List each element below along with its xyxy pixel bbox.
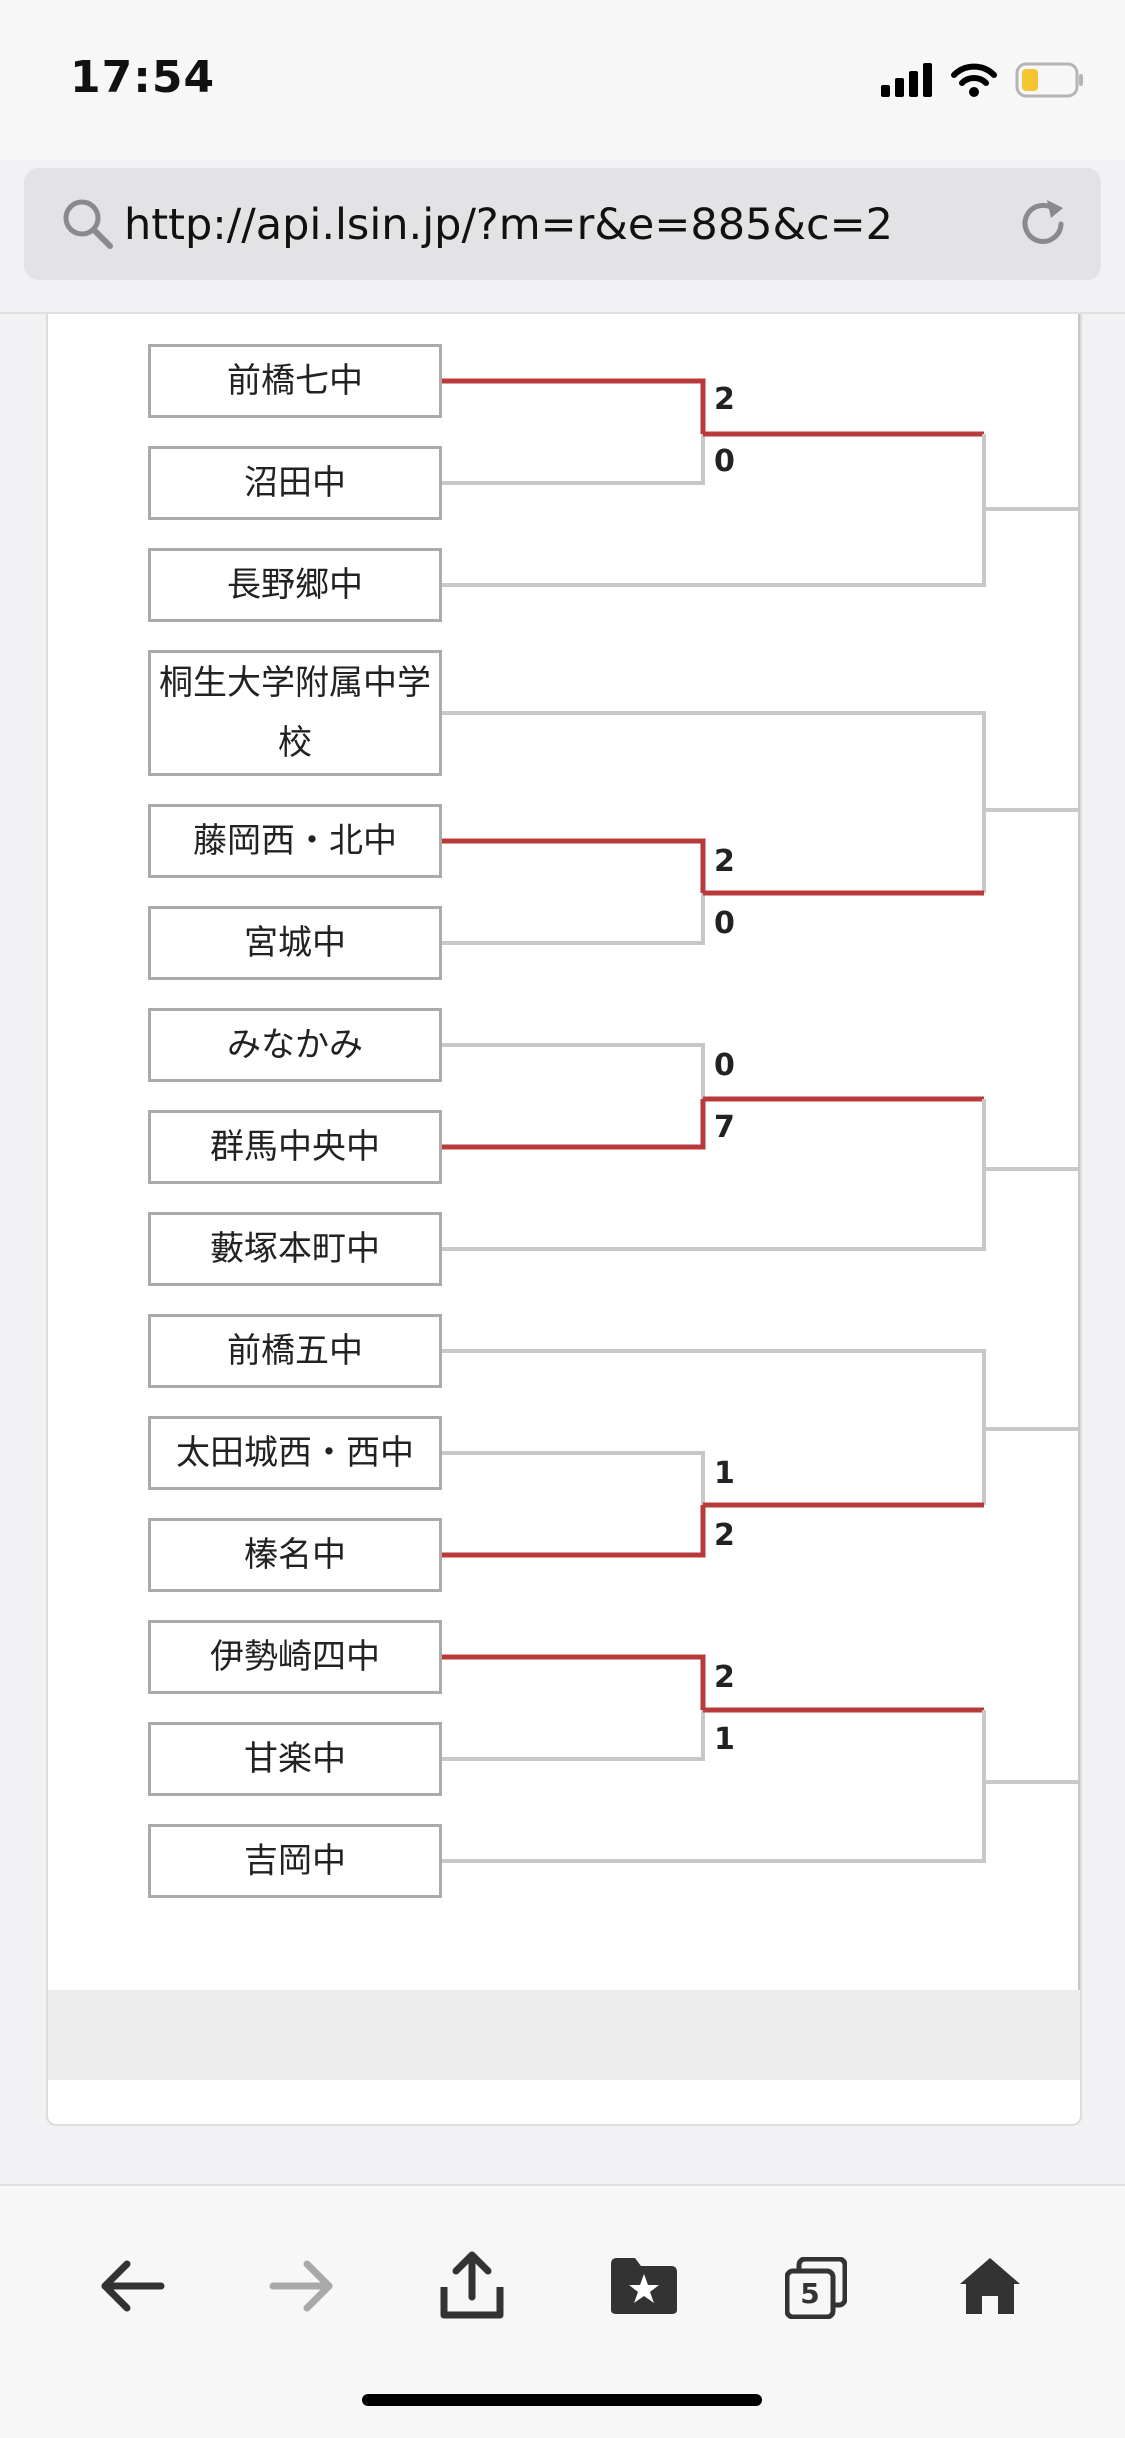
team-box[interactable]: 群馬中央中 bbox=[148, 1110, 442, 1184]
bracket-line bbox=[442, 1451, 705, 1505]
wifi-icon bbox=[951, 63, 997, 101]
match-score: 1 bbox=[714, 1722, 735, 1757]
bracket-line-winner bbox=[442, 1505, 706, 1558]
forward-button[interactable] bbox=[252, 2238, 352, 2338]
bracket-lines bbox=[442, 314, 1080, 1990]
bracket-line bbox=[442, 893, 705, 945]
tabs-count: 5 bbox=[800, 2277, 820, 2310]
arrow-right-icon bbox=[267, 2256, 337, 2320]
share-icon bbox=[440, 2251, 504, 2325]
team-box[interactable]: 藤岡西・北中 bbox=[148, 804, 442, 878]
team-name: 桐生大学附属中学校 bbox=[159, 663, 431, 763]
team-box[interactable]: 長野郷中 bbox=[148, 548, 442, 622]
back-button[interactable] bbox=[82, 2238, 182, 2338]
reload-icon[interactable] bbox=[1015, 196, 1071, 256]
bottom-toolbar: 5 bbox=[0, 2184, 1125, 2438]
bracket-line-winner bbox=[442, 838, 706, 893]
match-score: 0 bbox=[714, 444, 735, 479]
team-box[interactable]: 宮城中 bbox=[148, 906, 442, 980]
address-bar[interactable]: http://api.lsin.jp/?m=r&e=885&c=2 bbox=[24, 168, 1101, 280]
bracket-line-winner bbox=[442, 378, 706, 434]
team-name: 宮城中 bbox=[244, 923, 346, 963]
team-name: 太田城西・西中 bbox=[176, 1433, 414, 1473]
team-box[interactable]: 甘楽中 bbox=[148, 1722, 442, 1796]
search-icon bbox=[60, 196, 116, 256]
match-score: 2 bbox=[714, 1518, 735, 1553]
card-footer bbox=[48, 1990, 1080, 2080]
bracket-line bbox=[442, 434, 986, 587]
status-icons bbox=[881, 60, 1085, 104]
bracket-line bbox=[442, 1710, 705, 1761]
match-score: 0 bbox=[714, 906, 735, 941]
battery-icon bbox=[1015, 62, 1085, 102]
bracket-line bbox=[442, 1099, 986, 1251]
team-box[interactable]: 藪塚本町中 bbox=[148, 1212, 442, 1286]
bracket-line bbox=[442, 711, 986, 893]
share-button[interactable] bbox=[422, 2238, 522, 2338]
team-name: 長野郷中 bbox=[227, 565, 363, 605]
team-name: 群馬中央中 bbox=[210, 1127, 380, 1167]
team-name: 甘楽中 bbox=[244, 1739, 346, 1779]
bracket-line bbox=[442, 1710, 986, 1863]
team-box[interactable]: 吉岡中 bbox=[148, 1824, 442, 1898]
match-score: 2 bbox=[714, 382, 735, 417]
team-name: 前橋七中 bbox=[227, 361, 363, 401]
match-score: 2 bbox=[714, 1660, 735, 1695]
home-indicator bbox=[362, 2394, 762, 2406]
bracket-line bbox=[442, 434, 705, 485]
tabs-button[interactable]: 5 bbox=[766, 2238, 866, 2338]
bracket-line-winner bbox=[442, 1654, 706, 1710]
cellular-signal-icon bbox=[881, 63, 933, 101]
home-button[interactable] bbox=[940, 2238, 1040, 2338]
arrow-left-icon bbox=[97, 2256, 167, 2320]
bookmarks-button[interactable] bbox=[594, 2238, 694, 2338]
team-box[interactable]: 沼田中 bbox=[148, 446, 442, 520]
team-box[interactable]: 桐生大学附属中学校 bbox=[148, 650, 442, 776]
bookmark-folder-icon bbox=[609, 2256, 679, 2320]
team-box[interactable]: 前橋五中 bbox=[148, 1314, 442, 1388]
url-text[interactable]: http://api.lsin.jp/?m=r&e=885&c=2 bbox=[124, 200, 894, 250]
match-score: 2 bbox=[714, 844, 735, 879]
team-name: 藤岡西・北中 bbox=[193, 821, 397, 861]
team-box[interactable]: 前橋七中 bbox=[148, 344, 442, 418]
team-box[interactable]: 伊勢崎四中 bbox=[148, 1620, 442, 1694]
status-time: 17:54 bbox=[70, 52, 216, 103]
match-score: 1 bbox=[714, 1456, 735, 1491]
team-box[interactable]: 太田城西・西中 bbox=[148, 1416, 442, 1490]
bracket-line bbox=[442, 1349, 986, 1505]
match-score: 0 bbox=[714, 1048, 735, 1083]
team-name: 吉岡中 bbox=[244, 1841, 346, 1881]
team-name: みなかみ bbox=[227, 1025, 363, 1065]
team-name: 沼田中 bbox=[244, 463, 346, 503]
tabs-icon: 5 bbox=[785, 2257, 847, 2319]
team-name: 藪塚本町中 bbox=[210, 1229, 380, 1269]
match-score: 7 bbox=[714, 1110, 735, 1145]
team-name: 前橋五中 bbox=[227, 1331, 363, 1371]
team-box[interactable]: みなかみ bbox=[148, 1008, 442, 1082]
page-content: 前橋七中 沼田中 長野郷中 桐生大学附属中学校 藤岡西・北中 宮城中 みなかみ … bbox=[0, 314, 1125, 2184]
bracket-line-winner bbox=[442, 1099, 706, 1150]
bracket-card: 前橋七中 沼田中 長野郷中 桐生大学附属中学校 藤岡西・北中 宮城中 みなかみ … bbox=[46, 314, 1082, 2126]
team-name: 榛名中 bbox=[244, 1535, 346, 1575]
status-bar: 17:54 bbox=[0, 0, 1125, 160]
home-icon bbox=[958, 2256, 1022, 2320]
team-box[interactable]: 榛名中 bbox=[148, 1518, 442, 1592]
team-name: 伊勢崎四中 bbox=[210, 1637, 380, 1677]
bracket-line bbox=[442, 1043, 705, 1099]
browser-separator bbox=[0, 312, 1125, 314]
